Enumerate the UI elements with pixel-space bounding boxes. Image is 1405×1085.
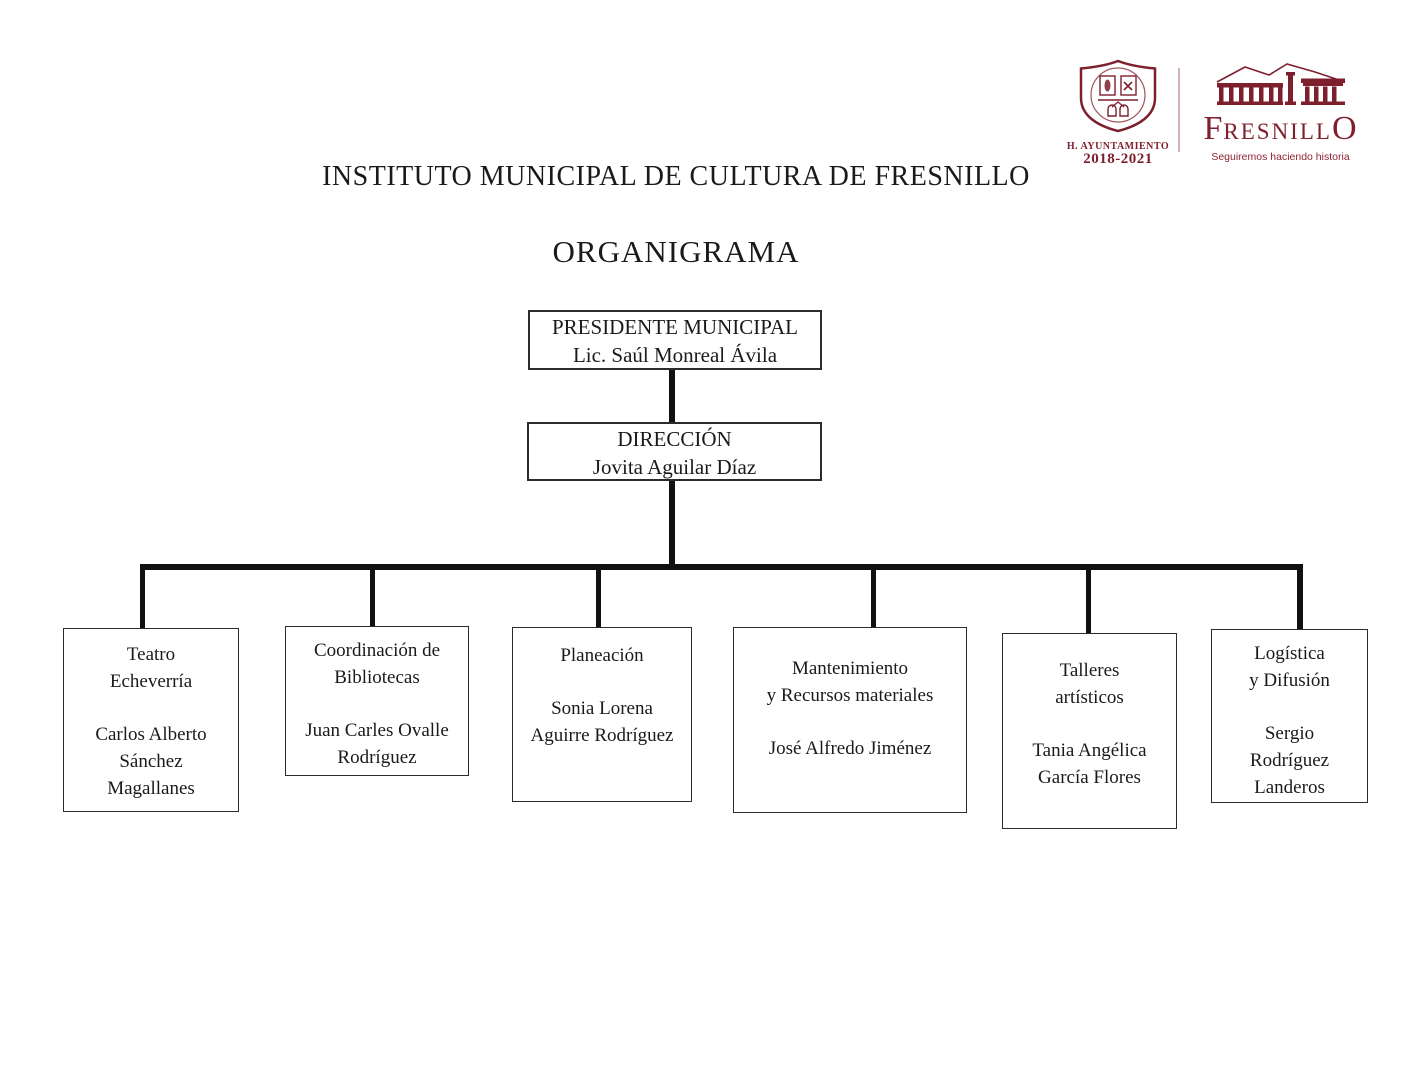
fresnillo-logo: FRESNILLO Seguiremos haciendo historia [1188,62,1373,163]
org-node-teatro-echeverria: Teatro Echeverría Carlos Alberto Sánchez… [63,628,239,812]
crest-caption: H. AYUNTAMIENTO [1066,141,1170,152]
dept-name: Carlos Alberto Sánchez Magallanes [95,724,207,799]
connector-president-to-direction [669,368,675,424]
page-title: INSTITUTO MUNICIPAL DE CULTURA DE FRESNI… [322,161,1030,192]
wordmark-final: O [1331,110,1358,147]
connector-horizontal-bus [140,564,1303,570]
dept-name: Tania Angélica García Flores [1032,740,1147,788]
org-node-talleres-artisticos: Talleres artísticos Tania Angélica Garcí… [1002,633,1177,829]
org-node-presidente-municipal: PRESIDENTE MUNICIPAL Lic. Saúl Monreal Á… [528,310,822,370]
page-subtitle: ORGANIGRAMA [552,234,800,269]
dept-name: Juan Carles Ovalle Rodríguez [305,720,449,768]
dept-title: Planeación [560,645,644,666]
dept-name: Sonia Lorena Aguirre Rodríguez [530,698,674,746]
connector-drop-planeacion [596,564,601,629]
fresnillo-tagline: Seguiremos haciendo historia [1211,151,1350,163]
org-node-coordinacion-bibliotecas: Coordinación de Bibliotecas Juan Carles … [285,626,469,776]
org-node-logistica-difusion: Logística y Difusión Sergio Rodríguez La… [1211,629,1368,803]
dept-title: Teatro Echeverría [109,644,193,692]
connector-drop-bibliotecas [370,564,375,628]
connector-drop-talleres [1086,564,1091,635]
aqueduct-icon [1216,63,1345,105]
wordmark-middle: RESNILL [1223,119,1332,144]
node-name: Jovita Aguilar Díaz [592,455,757,479]
dept-title: Mantenimiento y Recursos materiales [766,658,934,706]
fresnillo-wordmark: FRESNILLO [1188,112,1373,150]
connector-direction-to-bus [669,479,675,568]
dept-title: Coordinación de Bibliotecas [313,640,441,688]
dept-title: Logística y Difusión [1249,643,1330,691]
ayuntamiento-logo: H. AYUNTAMIENTO 2018-2021 [1066,58,1170,167]
node-title: DIRECCIÓN [617,427,732,451]
org-node-planeacion: Planeación Sonia Lorena Aguirre Rodrígue… [512,627,692,802]
crest-years: 2018-2021 [1083,151,1153,167]
dept-name: José Alfredo Jiménez [768,738,932,759]
node-name: Lic. Saúl Monreal Ávila [572,343,778,367]
dept-name: Sergio Rodríguez Landeros [1249,723,1330,798]
wordmark-initial: F [1203,110,1224,147]
node-title: PRESIDENTE MUNICIPAL [552,315,798,339]
connector-drop-mantenimiento [871,564,876,629]
connector-drop-logistica [1297,564,1303,631]
org-node-mantenimiento-recursos: Mantenimiento y Recursos materiales José… [733,627,967,813]
ayuntamiento-crest-icon [1079,59,1157,133]
org-node-direccion: DIRECCIÓN Jovita Aguilar Díaz [527,422,822,481]
logo-divider [1178,68,1180,152]
connector-drop-teatro [140,564,145,630]
dept-title: Talleres artísticos [1055,660,1124,708]
